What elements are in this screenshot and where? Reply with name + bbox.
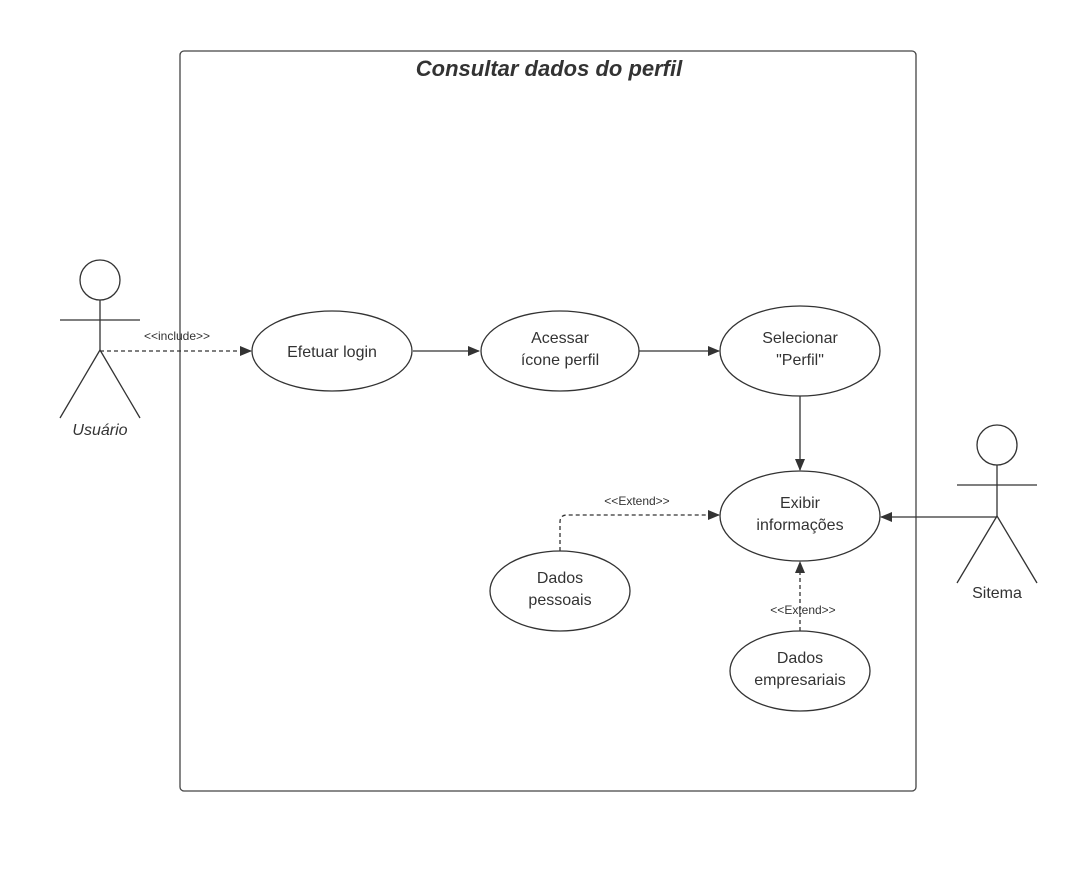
use-case-dados-empresariais: Dados empresariais	[729, 630, 871, 712]
actor-sitema-label: Sitema	[972, 585, 1022, 602]
actor-sitema: Sitema	[956, 424, 1038, 602]
use-case-dados-pessoais-label-line-1: Dados	[537, 570, 583, 587]
actor-sitema-right-leg	[996, 515, 1038, 584]
actor-usuario: Usuário	[59, 259, 141, 439]
use-case-acessar-icone-perfil-shape	[480, 310, 640, 392]
include-label: <<include>>	[144, 329, 210, 343]
use-case-exibir-informacoes: Exibir informações	[719, 470, 881, 562]
use-case-selecionar-perfil: Selecionar "Perfil"	[719, 305, 881, 397]
use-case-dados-pessoais-shape	[489, 550, 631, 632]
system-boundary	[179, 50, 917, 792]
extend-business-label: <<Extend>>	[770, 603, 835, 617]
use-case-dados-empresariais-shape	[729, 630, 871, 712]
use-case-acessar-icone-perfil: Acessar ícone perfil	[480, 310, 640, 392]
use-case-acessar-icone-perfil-label-line-1: Acessar	[531, 330, 589, 347]
use-case-efetuar-login: Efetuar login	[251, 310, 413, 392]
actor-usuario-head	[79, 259, 121, 301]
actor-usuario-right-leg	[99, 349, 141, 419]
actor-sitema-head	[976, 424, 1018, 466]
use-case-dados-empresariais-label-line-2: empresariais	[754, 672, 846, 689]
use-case-dados-pessoais: Dados pessoais	[489, 550, 631, 632]
extend-personal-label: <<Extend>>	[604, 494, 669, 508]
extend-personal-connector	[559, 510, 720, 551]
use-case-acessar-icone-perfil-label-line-2: ícone perfil	[521, 352, 599, 369]
actor-sitema-left-leg	[956, 515, 998, 584]
actor-usuario-label: Usuário	[72, 422, 127, 439]
use-case-selecionar-perfil-shape	[719, 305, 881, 397]
use-case-exibir-informacoes-label-line-2: informações	[756, 517, 843, 534]
diagram-title: Consultar dados do perfil	[416, 56, 683, 81]
use-case-dados-pessoais-label-line-2: pessoais	[528, 592, 591, 609]
actor-usuario-left-leg	[59, 349, 101, 419]
use-case-efetuar-login-label: Efetuar login	[287, 344, 377, 361]
use-case-exibir-informacoes-label-line-1: Exibir	[780, 495, 821, 512]
use-case-efetuar-login-shape	[251, 310, 413, 392]
use-case-selecionar-perfil-label-line-2: "Perfil"	[776, 352, 824, 369]
use-case-dados-empresariais-label-line-1: Dados	[777, 650, 823, 667]
use-case-exibir-informacoes-shape	[719, 470, 881, 562]
use-case-selecionar-perfil-label-line-1: Selecionar	[762, 330, 838, 347]
